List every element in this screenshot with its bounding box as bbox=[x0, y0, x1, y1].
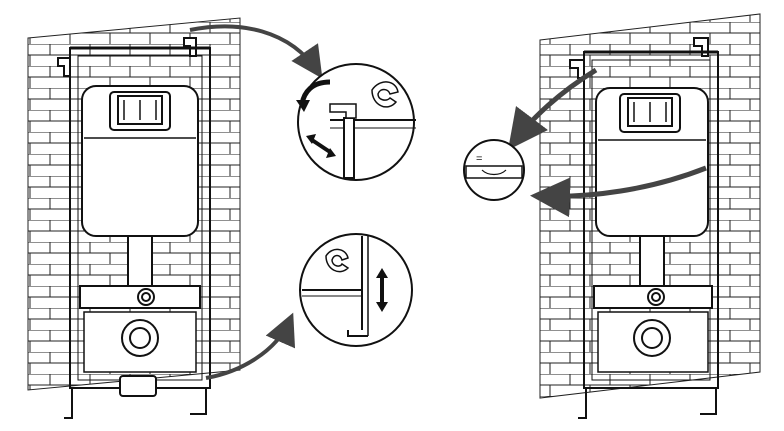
right-assembly: = bbox=[463, 13, 761, 419]
frame-right bbox=[569, 37, 719, 419]
level-arrow-upper bbox=[507, 67, 598, 150]
callout-top-bracket bbox=[296, 63, 416, 181]
spirit-level-icon bbox=[465, 165, 523, 179]
callout-leg-height bbox=[299, 233, 413, 347]
level-symbol: = bbox=[476, 153, 482, 165]
spirit-level-callout: = bbox=[463, 139, 525, 201]
double-arrow-icon bbox=[376, 268, 388, 312]
double-arrow-icon bbox=[306, 134, 336, 158]
callout-arrow-bottom bbox=[205, 312, 296, 380]
level-arrow-lower bbox=[530, 165, 707, 218]
callout-arrow-top bbox=[189, 24, 323, 79]
wrench-icon bbox=[371, 81, 399, 108]
frame-left bbox=[57, 37, 211, 419]
left-assembly bbox=[27, 17, 416, 419]
wrench-icon bbox=[325, 248, 350, 273]
